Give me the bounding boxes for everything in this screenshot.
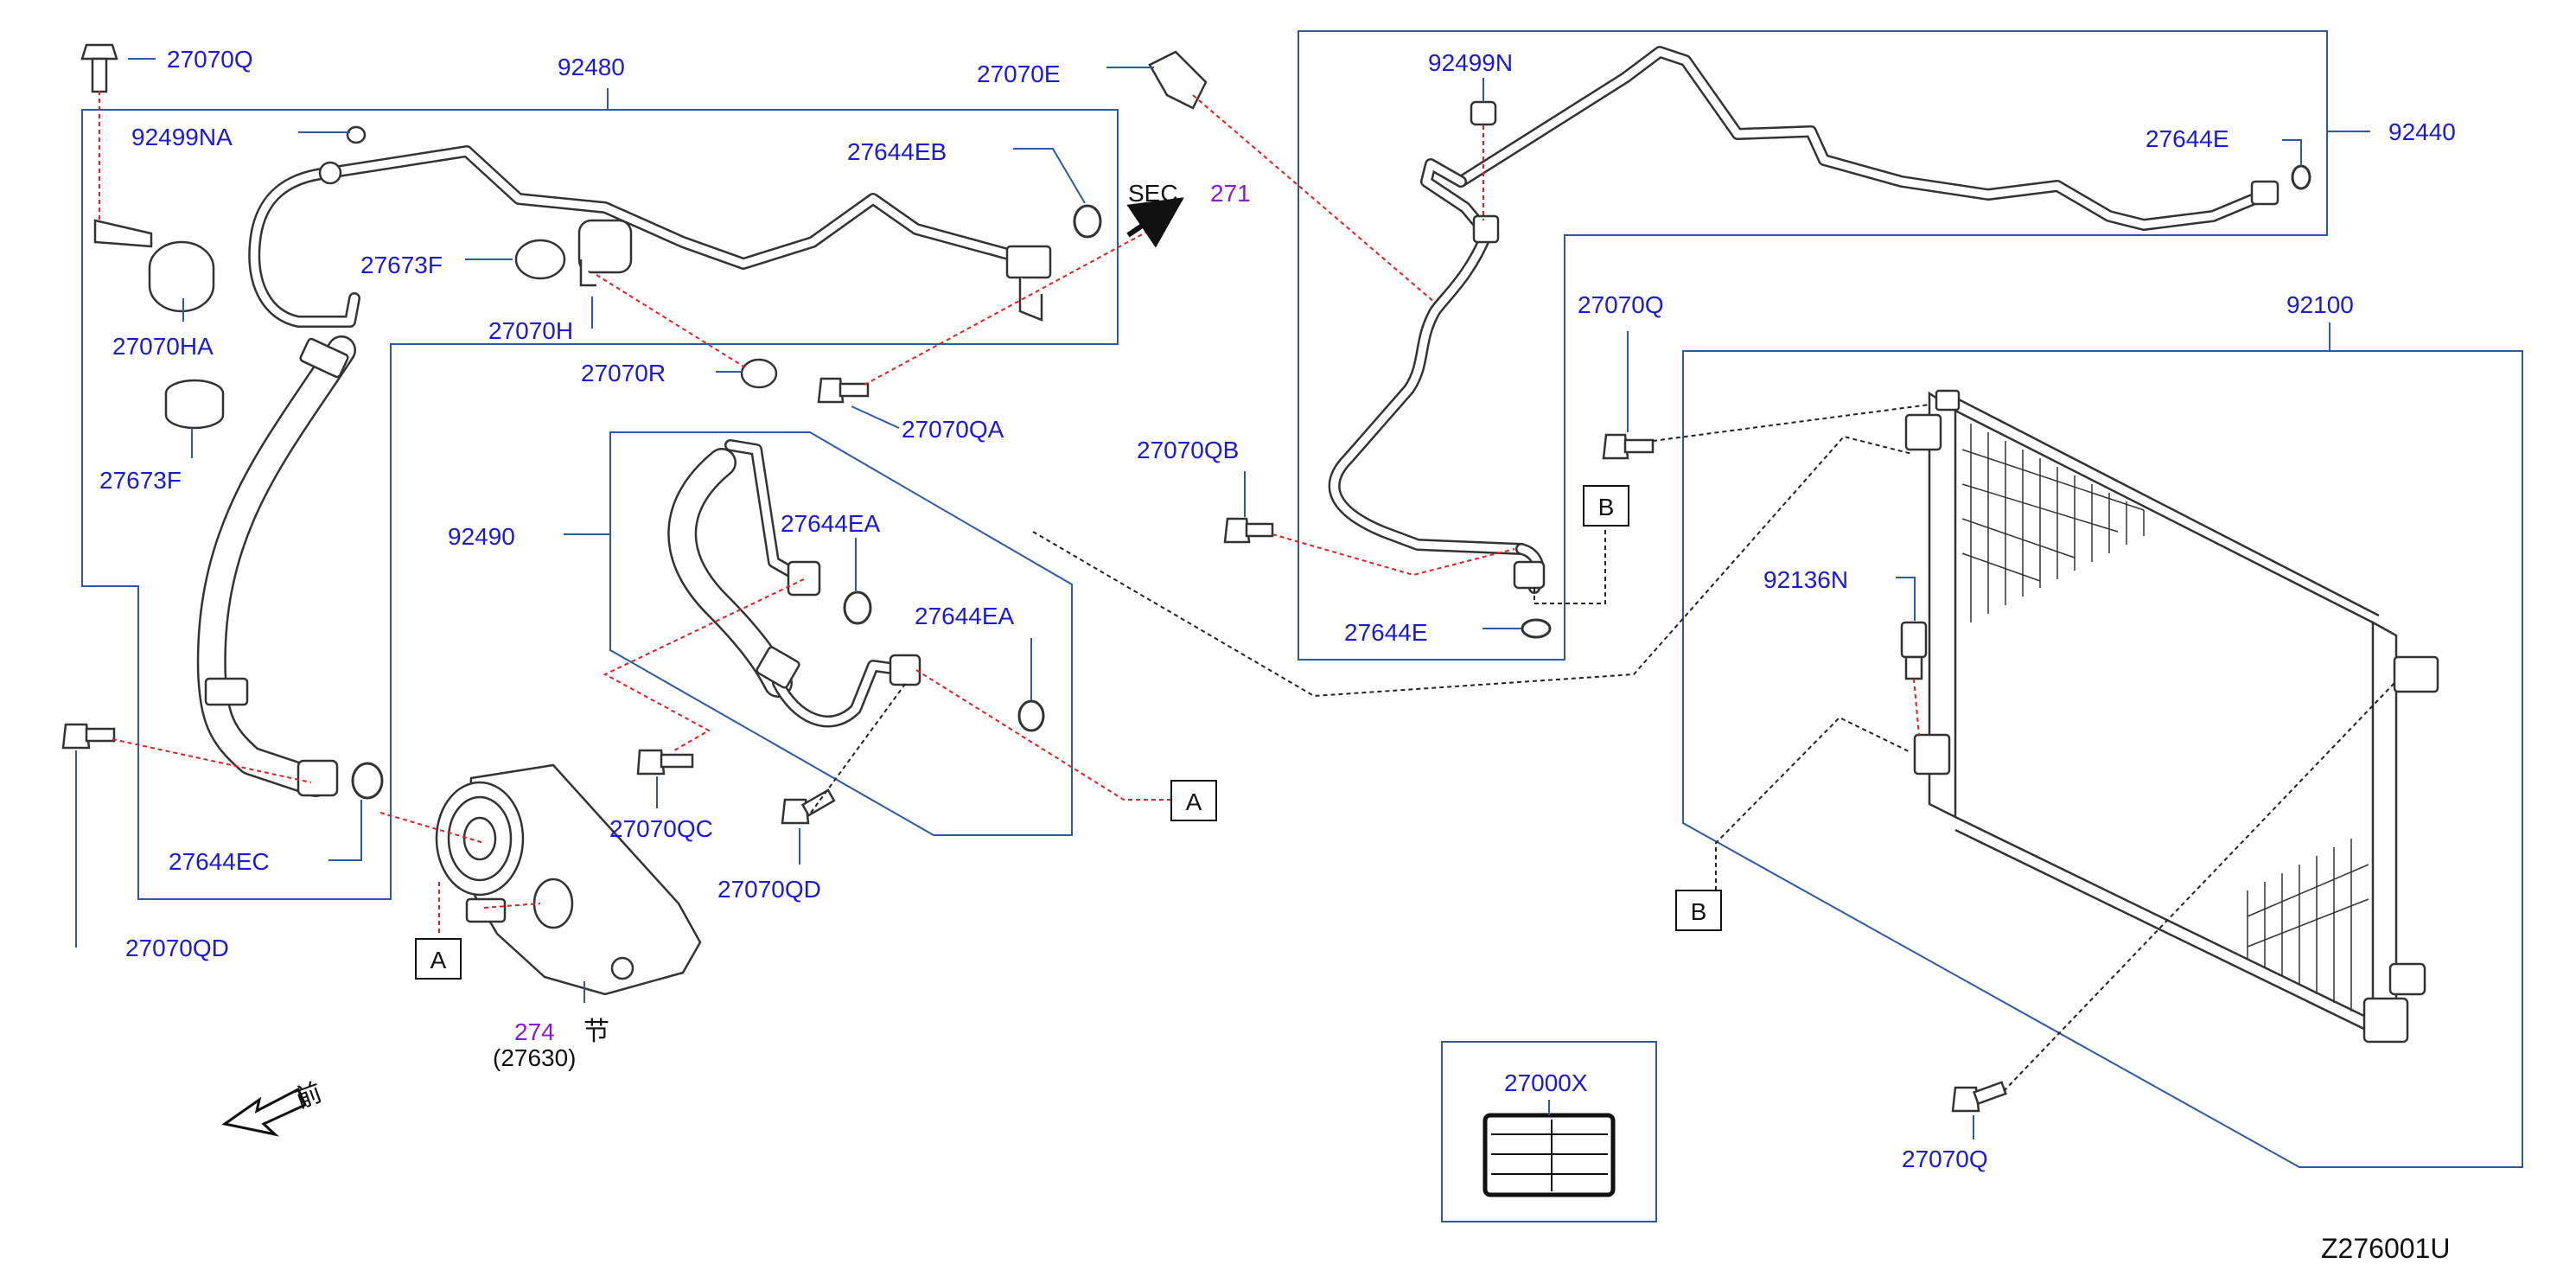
pipe-assembly-92480: [248, 145, 1052, 328]
callout-box-b1: [1583, 485, 1629, 527]
compressor-part-ref: (27630): [493, 1044, 577, 1071]
label-27070R: 27070R: [581, 360, 666, 386]
sec-ref-prefix: SEC.: [1128, 180, 1184, 207]
group-box-92440: [1298, 30, 2328, 661]
group-box-92490: [609, 431, 1073, 836]
compressor-section-ref: 274: [514, 1018, 555, 1045]
o-ring-27644EA-b: [1017, 699, 1045, 732]
label-27070HA: 27070HA: [112, 333, 214, 360]
label-27644EC: 27644EC: [169, 848, 270, 875]
label-92100: 92100: [2286, 291, 2354, 318]
label-27644EA-a: 27644EA: [781, 510, 881, 537]
cap-92499N: [1470, 100, 1497, 126]
label-27644E-mid: 27644E: [1344, 619, 1428, 646]
callout-a2-text: A: [430, 947, 447, 973]
condenser-92100: [1904, 389, 2439, 1044]
label-27644EA-b: 27644EA: [915, 603, 1015, 629]
callout-b1-text: B: [1598, 494, 1615, 520]
label-27673F-a: 27673F: [360, 252, 443, 278]
bolt-27070Q-bot: [1951, 1081, 2007, 1113]
callout-b2-text: B: [1691, 898, 1707, 925]
sensor-27070E: [1148, 50, 1208, 110]
label-27644E-top: 27644E: [2146, 125, 2229, 152]
connection-lines-black: [810, 404, 2395, 1092]
o-ring-27644EA-a: [843, 590, 872, 625]
front-arrow-icon: [221, 1087, 307, 1137]
label-27070QD-mid: 27070QD: [717, 876, 821, 903]
group-box-27000X: [1441, 1041, 1657, 1222]
label-27070H: 27070H: [488, 317, 573, 344]
grommet-27673F-a: [514, 239, 566, 280]
o-ring-27644EB: [1073, 204, 1102, 239]
callout-box-b2: [1675, 890, 1722, 931]
o-ring-27644E-top: [2291, 164, 2311, 190]
bolt-27070QB: [1223, 517, 1274, 544]
grommet-27673F-b: [164, 379, 225, 430]
label-92490: 92490: [448, 523, 515, 550]
grommet-27070R: [740, 358, 778, 389]
diagram-code: Z276001U: [2321, 1233, 2450, 1264]
callout-box-a1: [1170, 780, 1217, 821]
label-27070Q-bot: 27070Q: [1902, 1146, 1988, 1172]
clamp-27070HA: [93, 219, 215, 313]
callout-a1-text: A: [1186, 788, 1202, 815]
ref-note-glyph: 节: [583, 1017, 609, 1047]
pressure-sensor-92136N: [1900, 621, 1928, 680]
leader-lines: [75, 58, 2302, 1139]
condenser-fins-top: [1961, 424, 2145, 622]
bolt-27070QA: [817, 377, 870, 404]
connection-lines-red: [99, 91, 1920, 934]
compressor-27630: [435, 763, 702, 996]
sec-271-arrow: [1126, 197, 1184, 248]
bolt-27070Q-top: [80, 43, 118, 93]
bolt-27070QC: [636, 749, 694, 776]
bolt-27070Q-mid: [1602, 433, 1655, 460]
o-ring-27644E-mid: [1521, 618, 1552, 639]
group-box-92480: [81, 109, 1119, 900]
o-ring-27644EC: [351, 762, 384, 800]
group-box-92100: [1682, 350, 2523, 1168]
label-27070QA: 27070QA: [902, 416, 1004, 443]
label-27000X: 27000X: [1504, 1069, 1588, 1096]
clamp-27070H: [577, 219, 633, 287]
bolt-27070QD-left: [61, 723, 116, 750]
label-27070QC: 27070QC: [609, 815, 713, 842]
part-labels: 27070Q 92480 92499NA 27644EB 27673F 2707…: [99, 46, 2456, 1264]
flexible-hose-92480: [196, 335, 356, 797]
sec-ref-number: 271: [1210, 180, 1251, 207]
label-92499NA: 92499NA: [131, 124, 233, 150]
label-27673F-b: 27673F: [99, 467, 182, 494]
hose-assembly-92490: [667, 439, 921, 728]
label-27070QB: 27070QB: [1137, 437, 1239, 463]
label-27644EB: 27644EB: [847, 138, 947, 165]
label-27000X: [1482, 1113, 1616, 1197]
label-27070Q-mid: 27070Q: [1578, 291, 1664, 318]
condenser-fins-bottom: [2247, 839, 2369, 1012]
bolt-27070QD-mid: [781, 788, 836, 825]
label-92440: 92440: [2388, 118, 2456, 145]
label-92136N: 92136N: [1763, 566, 1848, 593]
label-27070E: 27070E: [977, 61, 1061, 87]
label-92499N: 92499N: [1428, 49, 1513, 76]
label-92480: 92480: [558, 54, 625, 80]
pipe-assembly-92440: [1328, 46, 2280, 594]
label-27070Q-top: 27070Q: [167, 46, 253, 73]
cap-92499NA: [346, 125, 367, 144]
label-27070QD-left: 27070QD: [125, 935, 229, 961]
callout-box-a2: [415, 938, 462, 980]
